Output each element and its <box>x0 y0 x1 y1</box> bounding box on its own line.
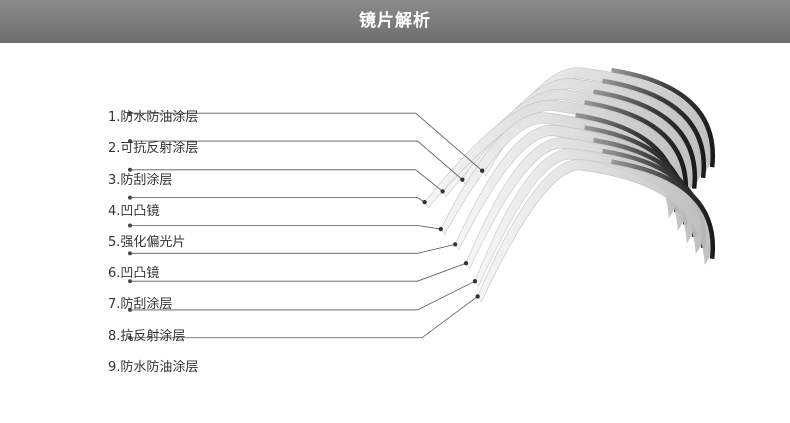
layer-label-3: 3.防刮涂层 <box>108 173 173 188</box>
leader-line-9 <box>129 296 478 339</box>
leader-line-6 <box>129 243 456 254</box>
lens-layer-rim-9 <box>611 159 716 259</box>
leader-end-dot-9 <box>475 294 480 299</box>
leader-end-dot-7 <box>463 261 469 266</box>
leader-start-dot-7 <box>128 279 132 284</box>
leader-start-dot-4 <box>128 195 132 200</box>
leader-line-1 <box>129 112 483 171</box>
leader-line-7 <box>129 262 467 282</box>
lens-layer-rim-3 <box>593 89 698 189</box>
leader-line-3 <box>129 169 443 192</box>
leader-start-dot-6 <box>128 251 132 256</box>
lens-layer-rim-4 <box>584 100 689 200</box>
lens-layer-7 <box>465 137 694 270</box>
lens-layer-rim-1 <box>611 67 716 168</box>
layer-label-8: 8.抗反射涂层 <box>108 329 186 344</box>
leader-start-dot-8 <box>128 307 132 312</box>
layer-label-7: 7.防刮涂层 <box>108 297 173 312</box>
lens-layer-rim-2 <box>602 78 707 179</box>
leader-end-dot-5 <box>438 226 443 232</box>
leader-start-dot-5 <box>128 223 132 228</box>
leader-end-dot-4 <box>422 199 427 205</box>
leader-end-dot-2 <box>460 177 465 182</box>
page-title: 镜片解析 <box>359 11 431 31</box>
layer-label-1: 1.防水防油涂层 <box>108 110 199 125</box>
leader-start-dot-1 <box>128 111 132 116</box>
leader-end-dot-6 <box>453 242 458 247</box>
layer-label-4: 4.凹凸镜 <box>108 204 160 219</box>
leader-line-5 <box>129 225 441 230</box>
layer-label-5: 5.强化偏光片 <box>108 235 186 250</box>
layer-label-2: 2.可抗反射涂层 <box>108 141 199 156</box>
lens-layer-9 <box>477 159 712 303</box>
leader-end-dot-8 <box>472 279 478 284</box>
header-bar: 镜片解析 <box>0 0 790 43</box>
leader-end-dot-1 <box>479 168 485 173</box>
lens-layers-diagram <box>128 67 716 340</box>
layer-label-6: 6.凹凸镜 <box>108 266 160 281</box>
layer-label-9: 9.防水防油涂层 <box>108 360 199 375</box>
leader-line-8 <box>129 280 476 311</box>
leader-end-dot-3 <box>440 189 445 194</box>
lens-layer-8 <box>474 148 703 288</box>
leader-start-dot-2 <box>128 139 132 144</box>
leader-start-dot-3 <box>128 167 132 172</box>
leader-line-4 <box>129 197 425 203</box>
leader-line-2 <box>129 140 463 180</box>
leader-start-dot-9 <box>128 335 132 340</box>
